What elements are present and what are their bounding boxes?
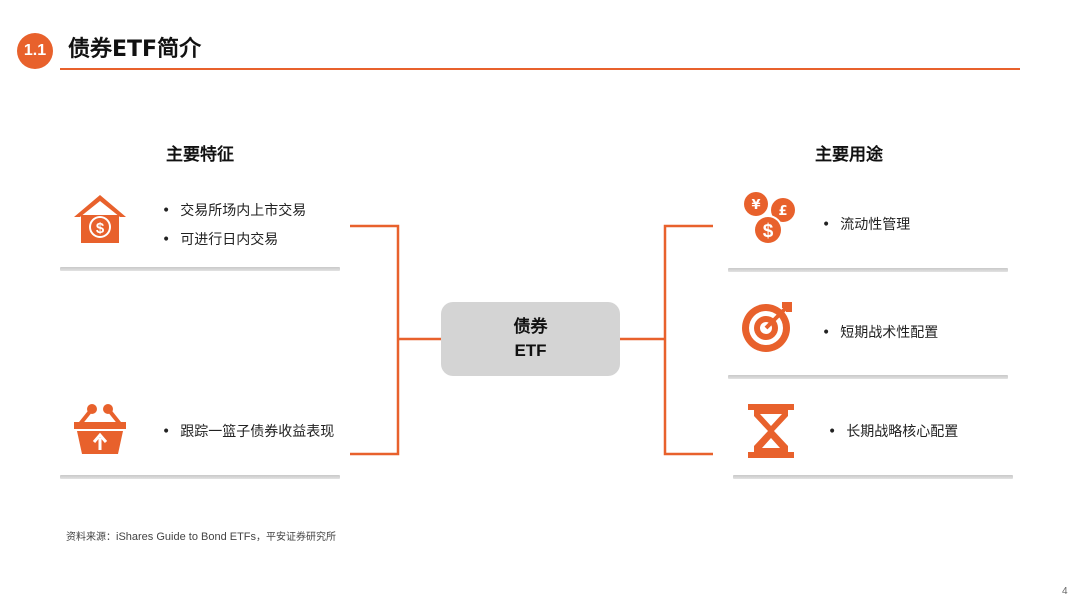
uses-heading: 主要用途 <box>815 145 883 165</box>
hourglass-icon <box>746 402 796 464</box>
use-divider-1 <box>728 268 1008 272</box>
coins-currency-icon: ¥ £ $ <box>741 190 799 252</box>
feature-bullet-1: •交易所场内上市交易 <box>162 203 307 219</box>
feature-divider-1 <box>60 267 340 271</box>
feature-divider-2 <box>60 475 340 479</box>
features-heading: 主要特征 <box>166 145 234 165</box>
center-line-2: ETF <box>514 341 547 360</box>
center-node-bond-etf: 债券 ETF <box>441 302 620 376</box>
title-divider <box>60 68 1020 70</box>
svg-text:£: £ <box>778 204 787 219</box>
use-divider-2 <box>728 375 1008 379</box>
source-note: 资料来源：iShares Guide to Bond ETFs，平安证券研究所 <box>66 531 337 543</box>
page-number: 4 <box>1062 586 1068 597</box>
house-dollar-icon: $ <box>72 193 128 249</box>
page-title: 债券ETF简介 <box>68 37 202 62</box>
feature-bullet-2: •可进行日内交易 <box>162 232 279 248</box>
center-line-1: 债券 <box>513 317 548 337</box>
feature-bullet-3: •跟踪一篮子债券收益表现 <box>162 424 335 440</box>
use-item-3: •长期战略核心配置 <box>828 424 959 440</box>
basket-arrow-icon <box>72 402 128 460</box>
svg-text:$: $ <box>763 221 774 242</box>
target-arrow-icon <box>740 298 796 358</box>
use-item-2: •短期战术性配置 <box>822 325 939 341</box>
svg-text:¥: ¥ <box>751 198 760 213</box>
section-number-badge: 1.1 <box>17 33 53 69</box>
svg-text:$: $ <box>96 220 105 237</box>
use-divider-3 <box>733 475 1013 479</box>
use-item-1: •流动性管理 <box>822 217 911 233</box>
